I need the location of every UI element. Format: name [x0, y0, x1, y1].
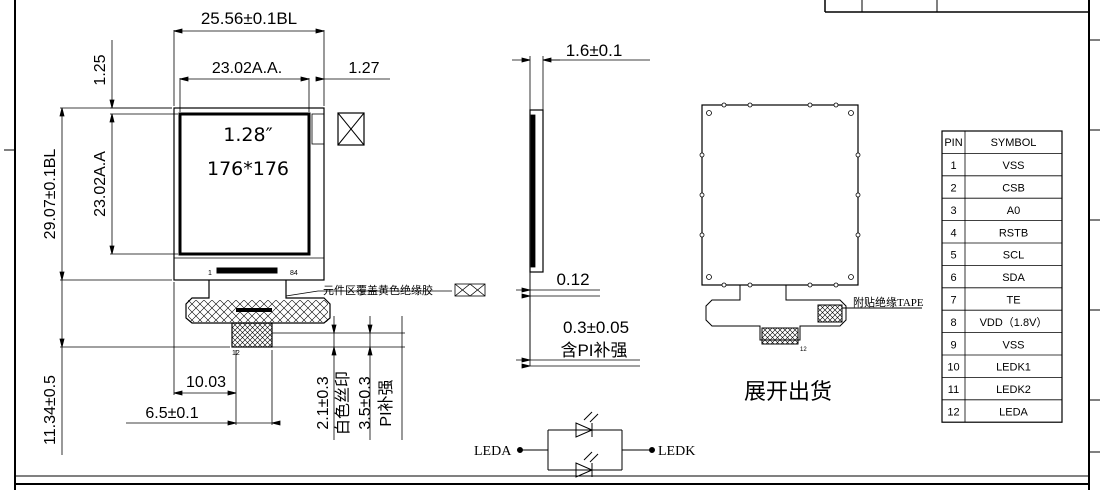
aa-width-dim: 23.02A.A.: [212, 60, 282, 77]
side-view: [512, 56, 650, 369]
pin-symbol: VSS: [1002, 160, 1024, 172]
pin-number: 4: [950, 227, 956, 239]
stiffener-thickness-dim: 0.3±0.05: [563, 318, 629, 337]
led-diode-1: [575, 422, 594, 438]
active-area: [178, 112, 311, 256]
pin-number: 11: [948, 384, 959, 396]
fpc-position-dim: 6.5±0.1: [145, 405, 198, 422]
pin-symbol: LEDA: [999, 406, 1028, 418]
pin-symbol: CSB: [1002, 182, 1025, 194]
pin-symbol: VDD（1.8V）: [980, 316, 1048, 329]
pin-symbol: A0: [1007, 205, 1020, 217]
pin-number: 2: [950, 182, 956, 194]
insulation-tape: [817, 304, 843, 323]
pin-symbol: SDA: [1002, 272, 1025, 284]
pin-symbol: VSS: [1002, 339, 1024, 351]
fpc-thickness-dim: 0.12: [556, 270, 589, 289]
tape-note: 附贴绝缘TAPE: [853, 295, 924, 309]
pin-number: 10: [947, 362, 959, 374]
pin-number: 9: [950, 339, 956, 351]
fpc-offset-dim: 10.03: [186, 374, 226, 391]
front-view: [173, 107, 365, 348]
pin-first-label: 1: [208, 270, 212, 277]
drawing-frame: [4, 0, 1100, 490]
pin-symbol: LEDK1: [996, 362, 1031, 374]
stiffener-note: 含PI补强: [560, 341, 627, 360]
dimension-lines: [59, 28, 486, 455]
back-outline: [701, 104, 859, 286]
overall-width-dim: 25.56±0.1BL: [201, 9, 297, 28]
top-margin-dim: 1.25: [92, 54, 109, 85]
component-cover-note: 元件区覆盖黄色绝缘胶: [323, 283, 433, 297]
fpc-length-dim: 11.34±0.5: [42, 375, 59, 445]
pin-number: 12: [947, 406, 959, 418]
back-connector: [761, 327, 799, 345]
pin-symbol: TE: [1006, 294, 1020, 306]
pin-number: 3: [950, 205, 956, 217]
pin-last-label: 84: [290, 270, 298, 277]
aa-height-dim: 23.02A.A: [92, 151, 109, 217]
stiffener-dim: 3.5±0.3: [357, 376, 374, 429]
leda-label: LEDA: [474, 444, 512, 459]
driver-ic: [216, 267, 278, 274]
led-schematic: [517, 411, 655, 478]
pin-number: 7: [950, 294, 956, 306]
overall-height-dim: 29.07±0.1BL: [42, 149, 59, 240]
back-view: [699, 102, 922, 345]
silkscreen-dim: 2.1±0.3: [315, 376, 332, 429]
thickness-dim: 1.6±0.1: [566, 41, 623, 60]
stiffener-label: PI补强: [377, 379, 395, 426]
pin-number: 8: [950, 317, 956, 329]
unfolded-label: 展开出货: [744, 379, 832, 404]
pin-symbol: LEDK2: [996, 384, 1031, 396]
ledk-label: LEDK: [658, 444, 695, 459]
pin-table-header-pin: PIN: [944, 137, 962, 149]
fpc-connector: [231, 322, 273, 348]
pin-number: 5: [950, 250, 956, 262]
display-size: 1.28″: [223, 124, 272, 146]
right-margin-dim: 1.27: [348, 60, 379, 77]
pin-symbol: SCL: [1003, 250, 1024, 262]
pin-table-header-symbol: SYMBOL: [991, 137, 1037, 149]
silkscreen-label: 白色丝印: [334, 371, 352, 435]
tab-marker: [337, 112, 365, 146]
side-profile: [529, 109, 544, 273]
back-pin-label: 12: [800, 347, 807, 353]
pin-number: 6: [950, 272, 956, 284]
led-diode-2: [575, 462, 594, 478]
pin-symbol: RSTB: [999, 227, 1028, 239]
display-resolution: 176*176: [207, 158, 289, 180]
module-outline: [173, 107, 325, 281]
pin-number: 1: [950, 160, 956, 172]
